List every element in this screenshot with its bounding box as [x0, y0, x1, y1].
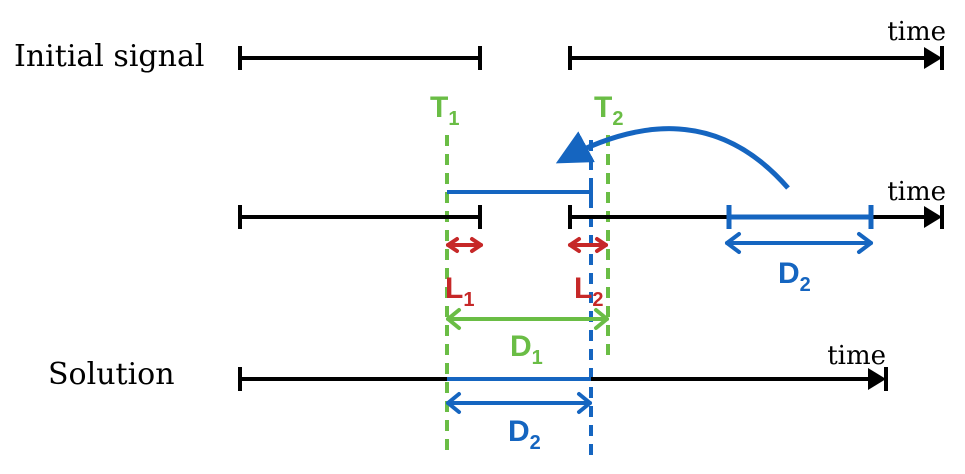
solution-label: Solution	[48, 357, 175, 392]
initial-signal-segment-2	[568, 46, 944, 70]
svg-text:D2: D2	[508, 415, 541, 454]
svg-text:L1: L1	[445, 272, 474, 311]
l1-label: L1	[445, 272, 474, 311]
middle-signal-segment-1	[238, 205, 482, 229]
time-label-bottom: time	[827, 341, 886, 371]
l2-arrow	[568, 237, 608, 253]
d2-top-label: D2	[778, 257, 811, 296]
svg-text:T1: T1	[430, 91, 459, 130]
initial-signal-label: Initial signal	[14, 39, 204, 74]
svg-text:T2: T2	[594, 91, 623, 130]
t2-label: T2	[594, 91, 623, 130]
l1-arrow	[446, 237, 483, 253]
time-label-middle: time	[887, 177, 946, 207]
t1-label: T1	[430, 91, 459, 130]
moved-segment	[447, 182, 593, 202]
svg-text:D2: D2	[778, 257, 811, 296]
source-segment	[726, 205, 874, 229]
l2-label: L2	[574, 272, 603, 311]
d1-arrow	[446, 308, 609, 330]
svg-text:L2: L2	[574, 272, 603, 311]
time-label-top: time	[887, 17, 946, 47]
move-arrow	[555, 126, 790, 190]
d2-bottom-arrow	[446, 392, 592, 414]
d1-label: D1	[510, 330, 543, 369]
d2-top-arrow	[725, 232, 873, 254]
d2-bottom-label: D2	[508, 415, 541, 454]
svg-text:D1: D1	[510, 330, 543, 369]
initial-signal-segment-1	[238, 46, 482, 70]
